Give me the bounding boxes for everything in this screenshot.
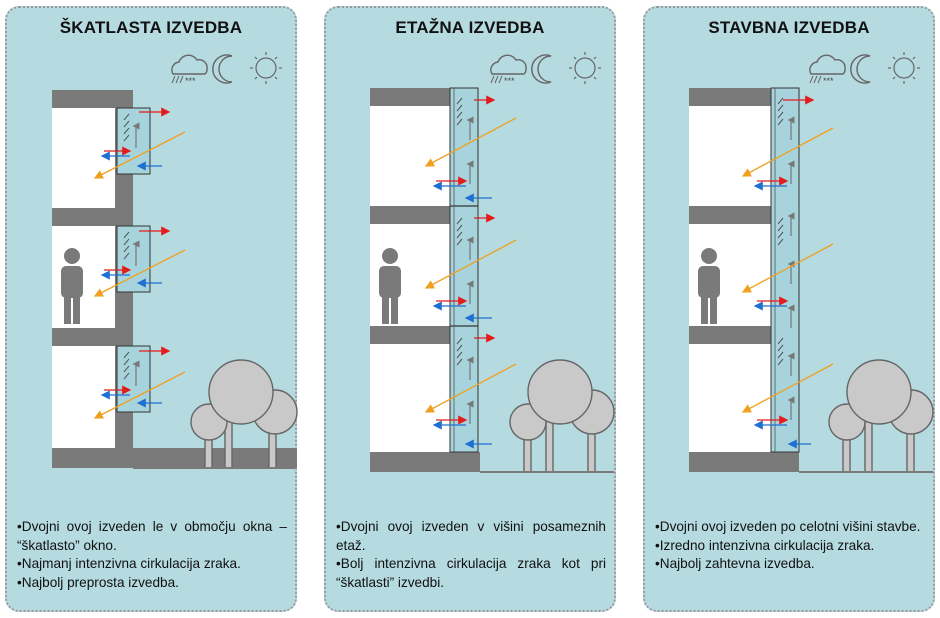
cloud-rain-snow-icon: ***	[171, 54, 208, 86]
sun-ray-arrows	[93, 131, 186, 419]
panel-title: ETAŽNA IZVEDBA	[395, 18, 545, 37]
person-silhouette	[379, 248, 401, 324]
sun-icon	[569, 52, 601, 84]
cool-air-arrows	[432, 181, 492, 449]
bullet-3: •Najbolj zahtevna izvedba.	[655, 556, 815, 571]
bullet-2: •Izredno intenzivna cirkulacija zraka.	[655, 537, 875, 553]
warm-air-arrows	[757, 95, 815, 425]
warm-air-arrows	[436, 95, 496, 425]
cloud-rain-snow-icon: ***	[809, 54, 846, 86]
snow-stars: ***	[504, 76, 515, 86]
bullet-3: •Najbolj preprosta izvedba.	[17, 574, 179, 590]
moon-icon	[212, 54, 233, 84]
diagram-box-window: ***	[52, 52, 298, 469]
trees	[828, 359, 934, 473]
sun-ray-arrows	[741, 127, 834, 413]
warm-air-arrows	[104, 107, 171, 395]
moon-icon	[850, 54, 871, 84]
person-silhouette	[698, 248, 720, 324]
snow-stars: ***	[185, 76, 196, 86]
bullet-1: •Dvojni ovoj izveden v višini posameznih…	[336, 519, 606, 553]
panel-title: ŠKATLASTA IZVEDBA	[59, 18, 243, 37]
snow-stars: ***	[823, 76, 834, 86]
panel-description: •Dvojni ovoj izveden po celotni višini s…	[655, 518, 925, 574]
person-silhouette	[61, 248, 83, 324]
bullet-1: •Dvojni ovoj izveden le v območju okna –…	[17, 519, 287, 553]
panel-description: •Dvojni ovoj izveden le v območju okna –…	[17, 518, 287, 592]
panel-building: ***	[643, 6, 935, 612]
bullet-2: •Bolj intenzivna cirkulacija zraka kot p…	[336, 556, 606, 590]
panel-box-window: ***	[5, 6, 298, 612]
panel-storey: ***	[324, 6, 616, 612]
panel-title: STAVBNA IZVEDBA	[708, 18, 870, 37]
building-structure	[689, 88, 799, 472]
cloud-rain-snow-icon: ***	[490, 54, 527, 86]
bullet-2: •Najmanj intenzivna cirkulacija zraka.	[17, 556, 241, 571]
moon-icon	[531, 54, 552, 84]
box-window-facade	[116, 107, 151, 413]
sun-icon	[888, 52, 920, 84]
sun-ray-arrows	[424, 117, 517, 413]
diagram-building: ***	[689, 52, 934, 473]
panel-description: •Dvojni ovoj izveden v višini posameznih…	[336, 518, 606, 592]
trees	[190, 359, 298, 469]
cool-air-arrows	[753, 181, 811, 449]
trees	[509, 359, 615, 473]
sun-icon	[250, 52, 282, 84]
building-structure	[370, 88, 480, 472]
bullet-1: •Dvojni ovoj izveden po celotni višini s…	[655, 519, 921, 534]
cool-air-arrows	[100, 151, 162, 408]
diagram-storey: ***	[370, 52, 615, 473]
